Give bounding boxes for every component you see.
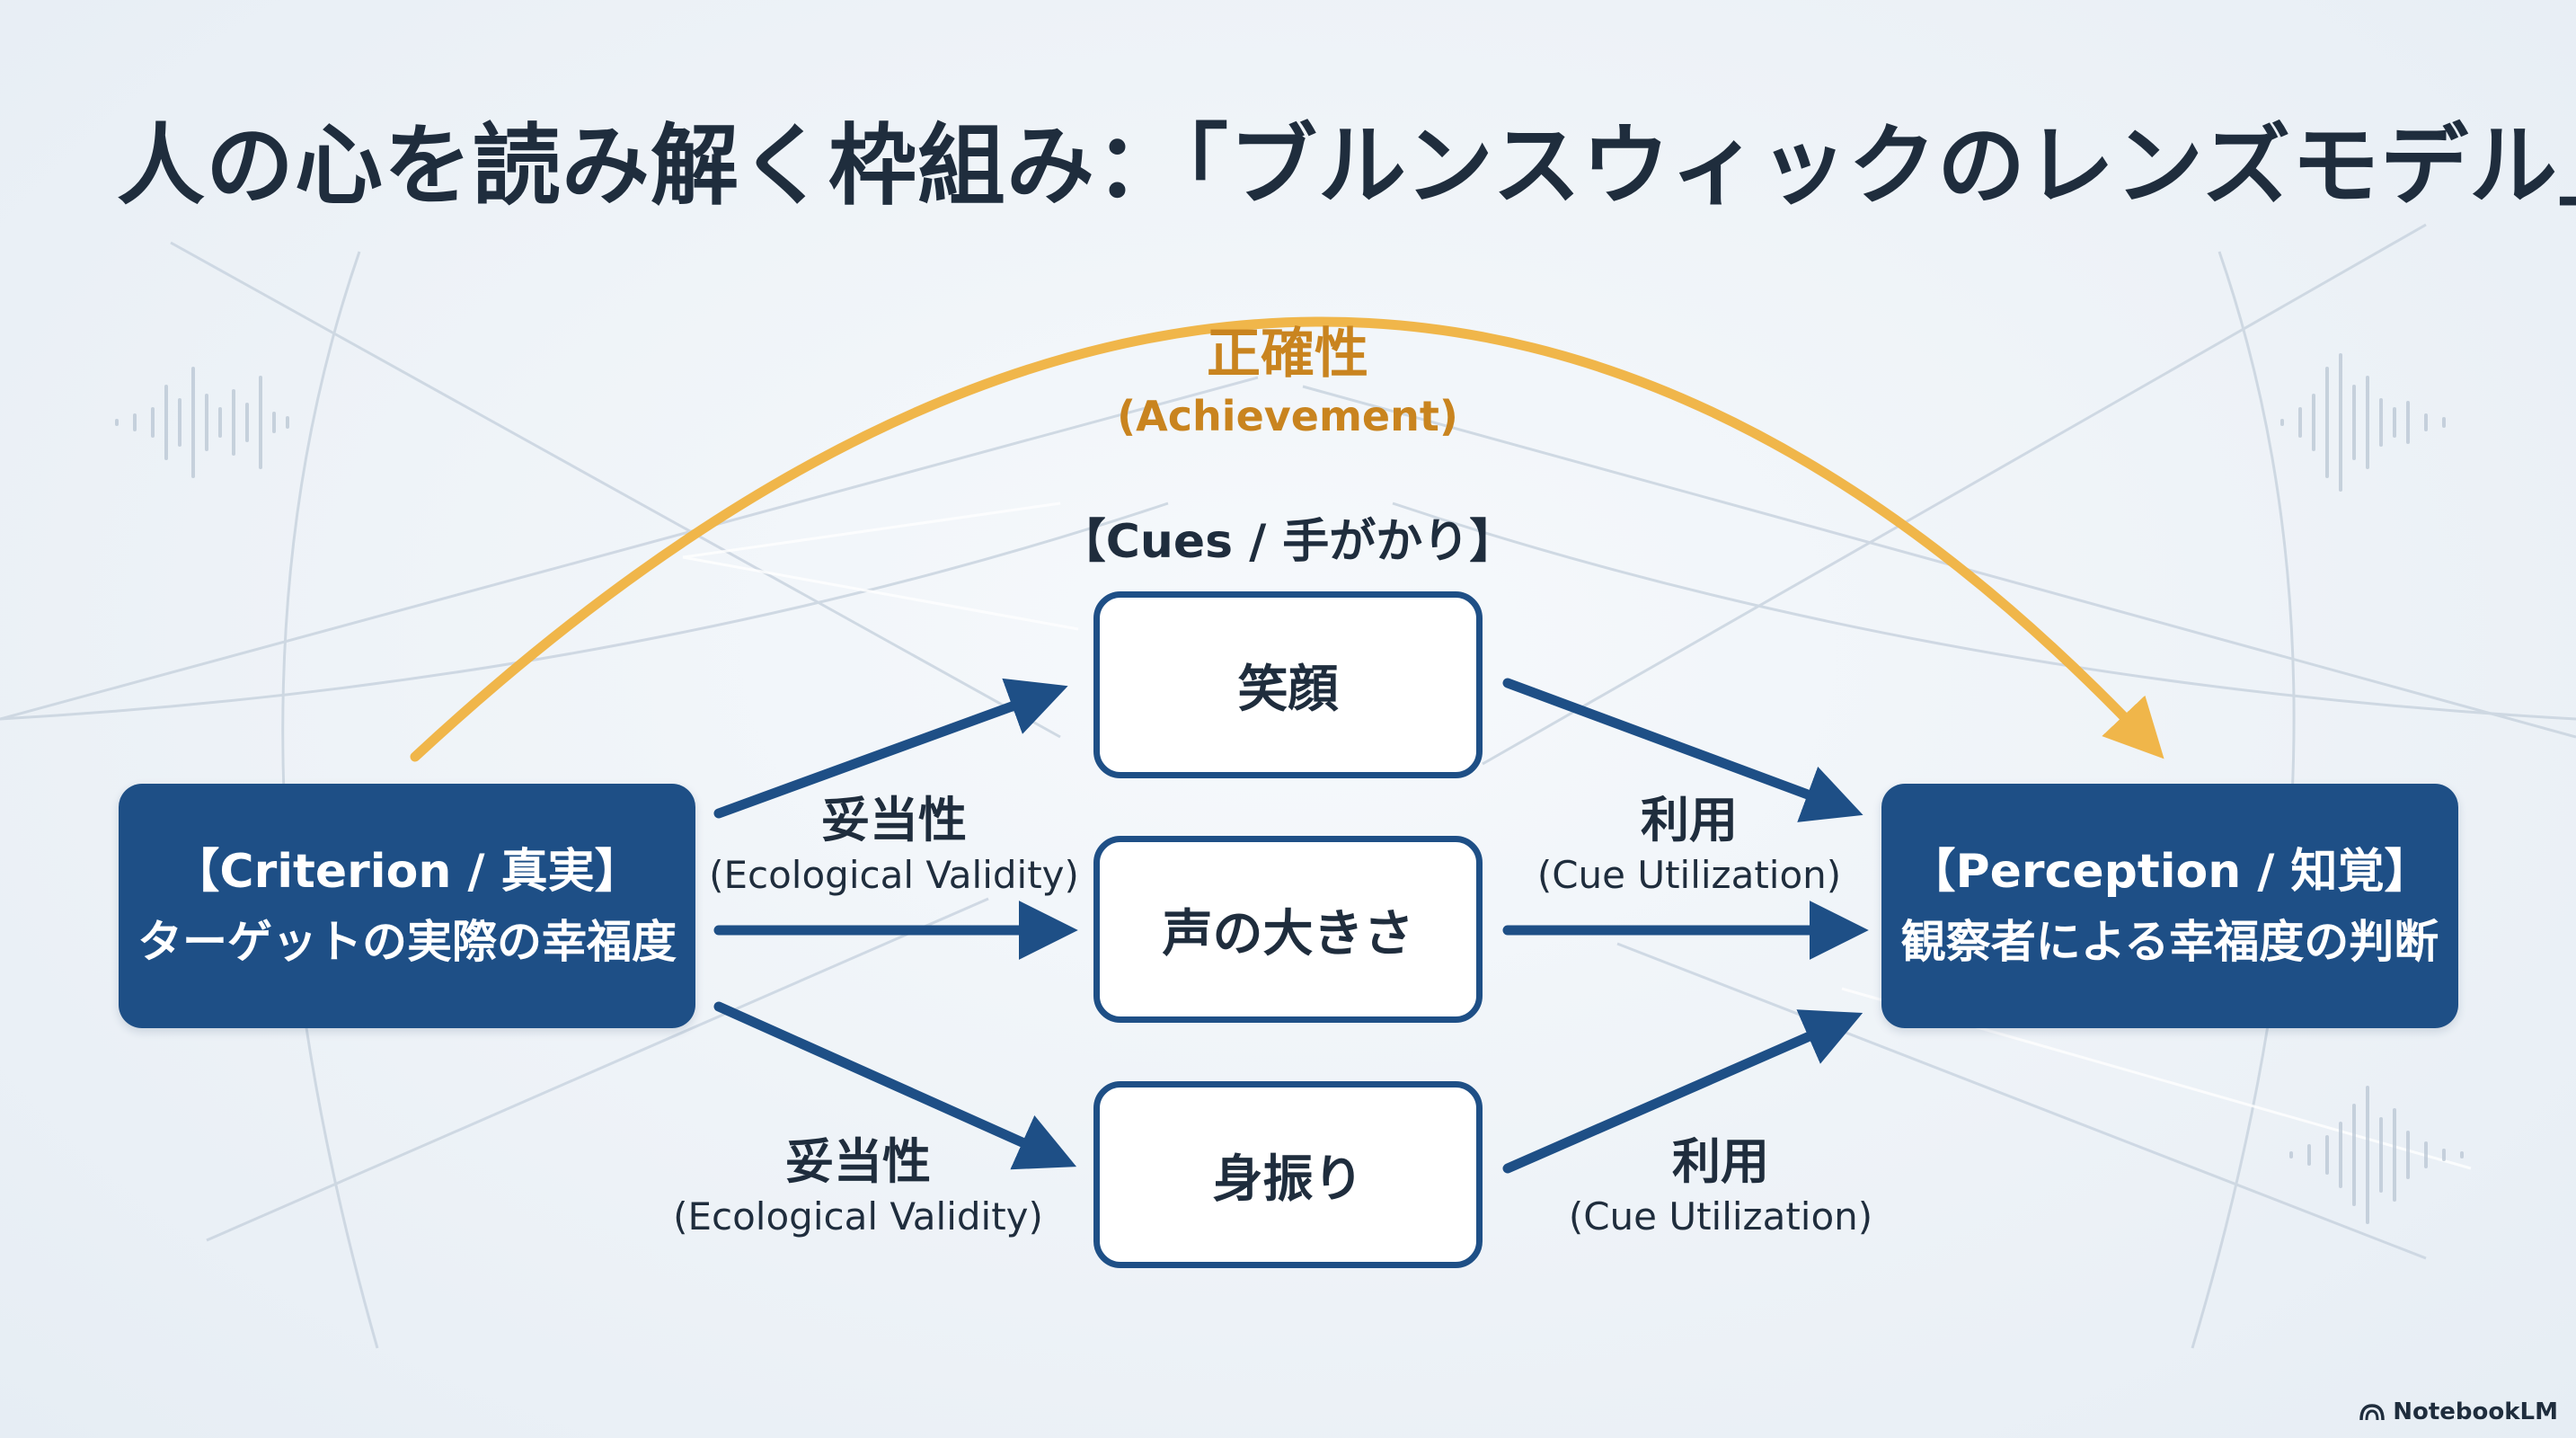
arrow-smile-to-perception [1502,678,1863,822]
brand-watermark: NotebookLM [2359,1398,2558,1425]
validity-label-bottom-jp: 妥当性 [785,1133,931,1190]
validity-label-bottom-en: (Ecological Validity) [673,1194,1043,1238]
validity-label-top-en: (Ecological Validity) [709,853,1079,897]
arrow-gesture-to-perception [1502,1009,1863,1174]
cue-box-gesture: 身振り [1093,1081,1483,1268]
validity-label-top: 妥当性 (Ecological Validity) [701,791,1087,901]
brand-name: NotebookLM [2393,1398,2558,1425]
criterion-box: 【Criterion / 真実】 ターゲットの実際の幸福度 [119,784,695,1028]
utilization-label-top: 利用 (Cue Utilization) [1509,791,1869,901]
arrow-criterion-to-smile [713,678,1068,819]
utilization-label-bottom-jp: 利用 [1672,1133,1769,1190]
achievement-label-en: (Achievement) [1117,392,1458,440]
achievement-label: 正確性 (Achievement) [1108,319,1467,443]
achievement-arc-arrow [410,316,2164,762]
utilization-label-bottom: 利用 (Cue Utilization) [1541,1132,1900,1242]
cues-header: 【Cues / 手がかり】 [1058,515,1517,569]
notebooklm-logo-icon [2359,1404,2385,1421]
cue-box-voice-volume: 声の大きさ [1093,836,1483,1023]
perception-description: 観察者による幸福度の判断 [1900,916,2439,968]
page-title: 人の心を読み解く枠組み：「ブルンスウィックのレンズモデル」 [117,115,2576,217]
criterion-description: ターゲットの実際の幸福度 [137,916,677,968]
validity-label-bottom: 妥当性 (Ecological Validity) [665,1132,1051,1242]
perception-box: 【Perception / 知覚】 観察者による幸福度の判断 [1881,784,2458,1028]
cue-box-smile: 笑顔 [1093,591,1483,778]
utilization-label-bottom-en: (Cue Utilization) [1568,1194,1873,1238]
criterion-title: 【Criterion / 真実】 [173,845,642,899]
utilization-label-top-en: (Cue Utilization) [1536,853,1842,897]
perception-title: 【Perception / 知覚】 [1908,845,2431,899]
achievement-label-jp: 正確性 [1207,323,1368,386]
arrow-criterion-to-gesture [713,1001,1077,1170]
validity-label-top-jp: 妥当性 [821,792,967,848]
utilization-label-top-jp: 利用 [1641,792,1738,848]
